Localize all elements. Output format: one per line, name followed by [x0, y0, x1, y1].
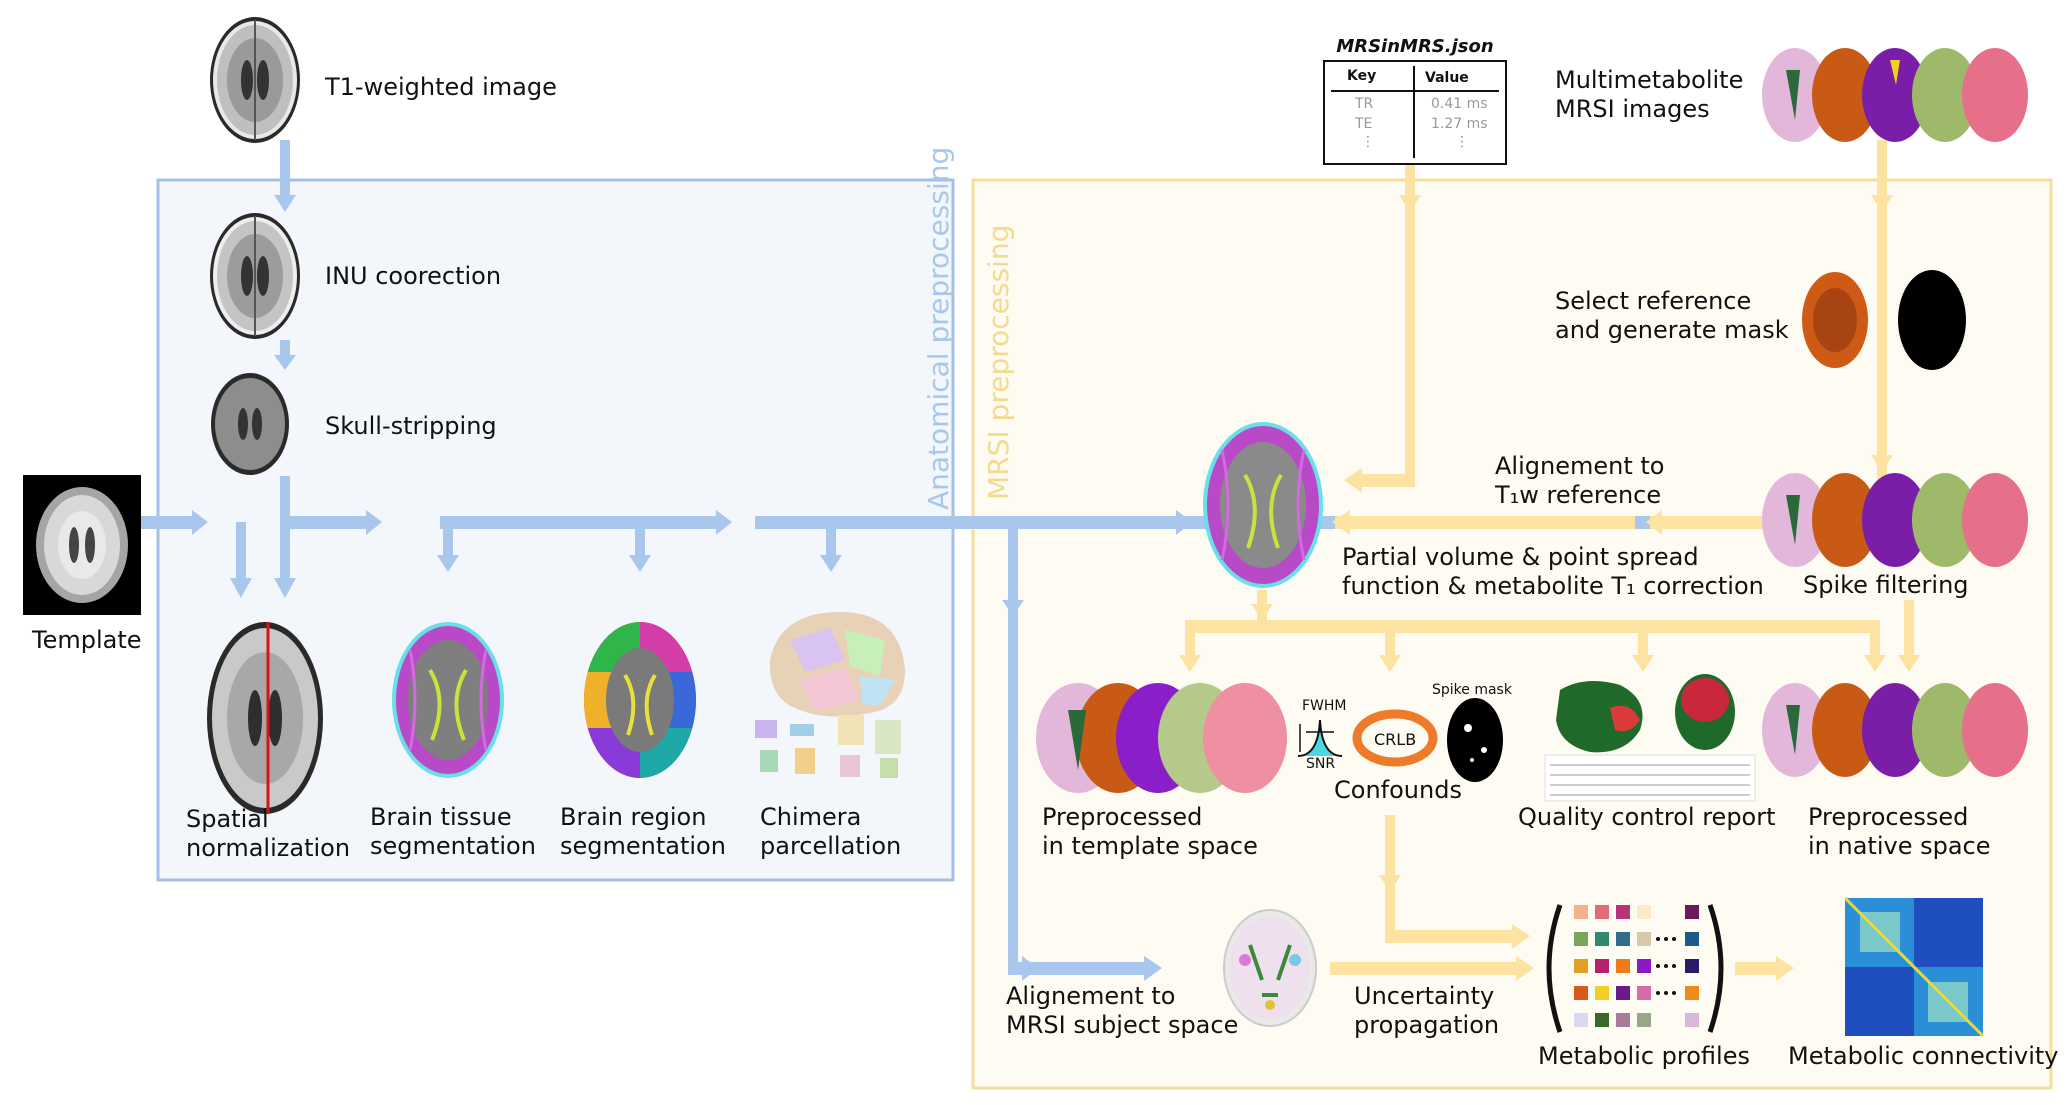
t1-brain-image [210, 17, 300, 143]
skull-label: Skull-stripping [325, 412, 497, 440]
metabolic-profiles-matrix [1546, 904, 1724, 1033]
connectivity-matrix [1843, 896, 1985, 1038]
metabolic-profiles-label: Metabolic profiles [1538, 1042, 1750, 1070]
anatomical-section-title: Anatomical preprocessing [922, 146, 955, 510]
fwhm-label: FWHM [1302, 698, 1347, 714]
spike-filtered-images [1762, 473, 2028, 567]
mrsi-section-title: MRSI preprocessing [982, 224, 1015, 500]
confounds-label: Confounds [1334, 776, 1462, 804]
json-row-value: 0.41 ms [1431, 96, 1488, 112]
json-key-header: Key [1347, 68, 1377, 84]
mrsi-space-brain-image [1223, 909, 1317, 1027]
json-value-header: Value [1425, 70, 1469, 86]
json-row-key: TR [1355, 96, 1374, 112]
normalized-brain-image [207, 622, 323, 814]
preprocessed-native-images [1762, 683, 2028, 777]
chimera-parcellation-image [755, 612, 905, 778]
qc-report-image [1544, 674, 1756, 802]
confounds-icons [1297, 698, 1503, 782]
crlb-label: CRLB [1374, 730, 1417, 749]
pv-corrected-brain-image [1203, 422, 1323, 588]
json-row-key: TE [1355, 116, 1373, 132]
snr-label: SNR [1306, 756, 1336, 772]
json-ellipsis: ⋮ [1361, 134, 1375, 150]
region-segmentation-image [584, 622, 696, 778]
tissue-segmentation-image [392, 622, 504, 778]
mrsi-arrows [1179, 140, 1920, 981]
template-image [23, 475, 141, 615]
json-table: Key Value TR 0.41 ms TE 1.27 ms ⋮ ⋮ [1323, 60, 1507, 165]
json-ellipsis: ⋮ [1455, 134, 1469, 150]
multimetabolite-images [1762, 48, 2028, 142]
inu-label: INU coorection [325, 262, 502, 290]
skull-stripped-brain-image [211, 373, 289, 475]
spike-mask-label: Spike mask [1432, 682, 1512, 698]
metabolic-connectivity-label: Metabolic connectivity [1788, 1042, 2059, 1070]
json-title: MRSinMRS.json [1336, 36, 1494, 57]
qc-report-label: Quality control report [1518, 803, 1776, 831]
reference-and-mask-images [1802, 270, 1966, 370]
json-row-value: 1.27 ms [1431, 116, 1488, 132]
spike-filtering-label: Spike filtering [1803, 571, 1969, 599]
template-label: Template [32, 626, 142, 654]
t1-label: T1-weighted image [325, 73, 557, 101]
inu-brain-image [210, 213, 300, 339]
preprocessed-template-images [1036, 683, 1287, 793]
